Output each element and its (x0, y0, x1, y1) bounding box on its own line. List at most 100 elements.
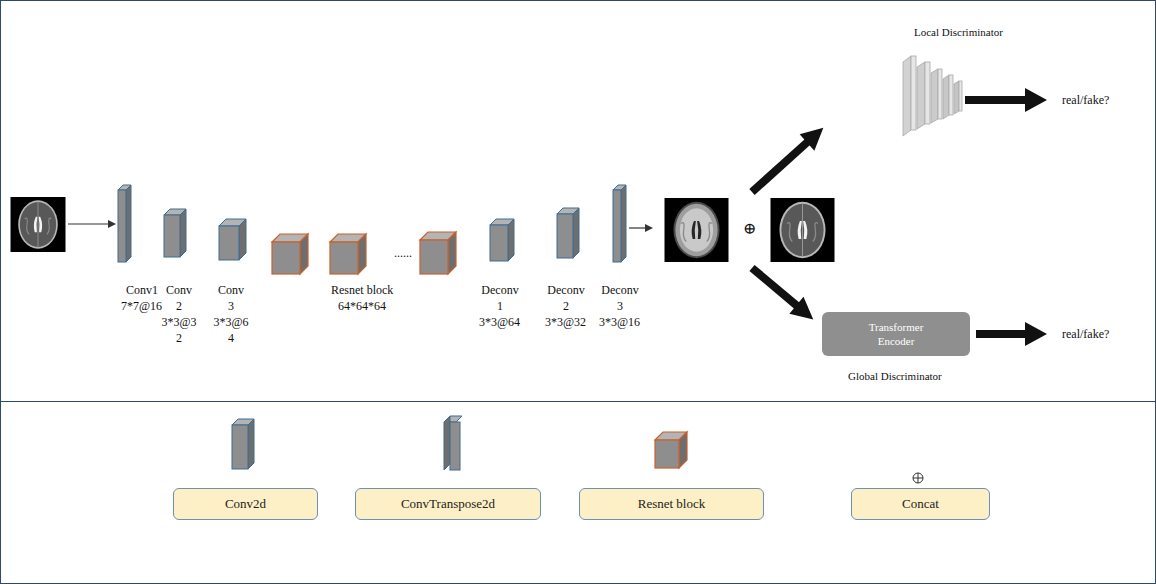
conv3-box (239, 219, 246, 260)
layer-size: 3*3@32 (161, 314, 197, 346)
layer-size: 3*3@64 (479, 314, 520, 330)
local-output-arrow (965, 96, 1027, 104)
conv3-box (219, 219, 246, 260)
output-arrow (645, 224, 653, 232)
deconv3-box (621, 185, 626, 262)
local-discriminator-stack (954, 81, 959, 114)
legend-deconv-icon (450, 422, 460, 470)
deconv2-box (557, 208, 579, 258)
global-output-arrow (976, 322, 1047, 346)
to-global-arrow (745, 260, 820, 328)
deconv3-box (613, 190, 621, 262)
to-global-arrow (789, 297, 820, 328)
deconv1-box (490, 225, 508, 261)
resnet-cube (420, 232, 456, 274)
local-discriminator-stack (938, 69, 942, 119)
conv2-box (164, 209, 186, 257)
resnet-cube (272, 242, 300, 274)
resnet-cube (330, 234, 366, 274)
input-arrow (68, 223, 109, 224)
resnet-cube (272, 234, 308, 274)
local-discriminator-stack (903, 56, 911, 136)
conv1-box (126, 185, 131, 262)
legend-conv-icon (248, 419, 254, 469)
deconv2-box (573, 208, 579, 258)
box-text: Transformer Encoder (856, 320, 936, 348)
legend-text: Resnet block (638, 496, 706, 512)
global-output-arrow (1025, 322, 1047, 346)
to-local-arrow (745, 120, 831, 201)
layer-name: Conv1 (126, 282, 158, 298)
legend-text: Concat (902, 496, 939, 512)
output-mri (665, 198, 729, 262)
local-discriminator-stack (949, 75, 953, 115)
layer-name: Conv 2 (164, 282, 194, 314)
local-discriminator-stack (917, 62, 925, 129)
layer-size: 3*3@32 (545, 314, 586, 330)
resnet-cube (420, 240, 448, 274)
panel-divider (0, 401, 1156, 402)
layer-size: 3*3@16 (599, 314, 640, 330)
resnet-cube (358, 234, 366, 274)
layer-size: 7*7@16 (121, 298, 162, 314)
legend-conv-icon (232, 425, 248, 469)
resnet-cube (330, 242, 358, 274)
local-output-arrow (1025, 88, 1047, 112)
layer-name: Deconv 1 (478, 282, 522, 314)
legend-text: ConvTranspose2d (401, 496, 495, 512)
layer-name: Deconv 3 (598, 282, 642, 314)
to-local-arrow (800, 120, 831, 151)
layer-name: Deconv 2 (544, 282, 588, 314)
legend-concat-icon (913, 473, 923, 483)
input-arrow (108, 220, 116, 228)
deconv1-box (508, 219, 514, 261)
ellipsis: ...... (394, 245, 412, 261)
legend-deconv-icon (444, 416, 450, 470)
output-label: real/fake? (1062, 92, 1109, 108)
local-discriminator-stack (931, 69, 938, 123)
local-output-arrow (965, 88, 1047, 112)
local-discriminator-stack (943, 75, 949, 119)
deconv3-box (613, 185, 626, 262)
legend-concat-icon (918, 473, 919, 483)
output-label: real/fake? (1062, 326, 1109, 342)
source-mri (771, 198, 835, 262)
layer-size: 3*3@64 (213, 314, 249, 346)
output-arrow (629, 224, 653, 232)
local-discriminator-stack (903, 56, 962, 136)
to-local-arrow (749, 138, 811, 195)
legend-deconv-icon (444, 416, 462, 470)
conv1-box (118, 185, 131, 262)
output-arrow (629, 227, 646, 228)
resnet-cube (448, 232, 456, 274)
conv-layers (118, 185, 626, 262)
legend-resnet-icon (655, 440, 679, 468)
discriminator-title: Global Discriminator (848, 368, 942, 384)
resnet-cube (300, 234, 308, 274)
input-arrow (68, 220, 116, 228)
legend-resnet-icon (679, 432, 687, 468)
resnet-blocks (272, 232, 456, 274)
concat-symbol: ⊕ (743, 219, 756, 239)
legend-concat-icon (913, 473, 923, 483)
legend-conv-icon (232, 419, 254, 469)
deconv1-box (490, 219, 514, 261)
local-discriminator-stack (911, 56, 916, 130)
to-global-arrow (749, 265, 800, 310)
conv3-box (219, 226, 239, 260)
encoder-box: Transformer Encoder (822, 312, 970, 356)
layer-size: 64*64*64 (338, 298, 386, 314)
legend-box: ConvTranspose2d (355, 488, 541, 520)
local-discriminator-stack (959, 81, 962, 111)
conv2-box (180, 209, 186, 257)
legend-box: Conv2d (173, 488, 318, 520)
conv1-box (118, 190, 126, 262)
deconv2-box (557, 214, 573, 258)
layer-name: Conv 3 (216, 282, 246, 314)
layer-name: Resnet block (331, 282, 393, 298)
legend-resnet-icon (655, 432, 687, 468)
discriminator-title: Local Discriminator (914, 24, 1003, 40)
conv2-box (164, 215, 180, 257)
global-output-arrow (976, 330, 1027, 338)
